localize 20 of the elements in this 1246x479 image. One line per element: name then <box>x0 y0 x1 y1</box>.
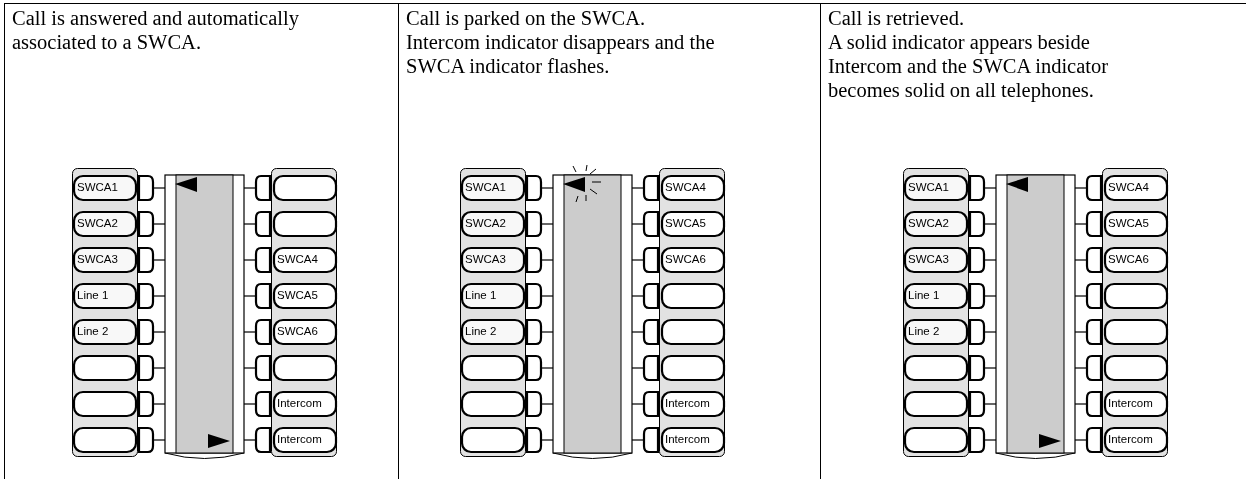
line-key: SWCA1 <box>460 174 526 202</box>
caption-text: Call is parked on the SWCA. <box>406 6 647 30</box>
line-key: Line 2 <box>72 318 138 346</box>
line-key: SWCA2 <box>72 210 138 238</box>
line-key: SWCA2 <box>903 210 969 238</box>
line-key: SWCA3 <box>72 246 138 274</box>
line-key: SWCA2 <box>460 210 526 238</box>
line-key: Line 1 <box>72 282 138 310</box>
caption-text: A solid indicator appears beside Intercom and the SWCA indicator becomes solid on all telephones. <box>828 30 1110 102</box>
line-key: SWCA3 <box>903 246 969 274</box>
line-key: Line 1 <box>460 282 526 310</box>
line-key: Line 2 <box>460 318 526 346</box>
caption-text: Intercom indicator disappears and the SWCA indicator flashes. <box>406 30 716 78</box>
caption-text: Call is retrieved. <box>828 6 966 30</box>
line-key: SWCA3 <box>460 246 526 274</box>
line-key: SWCA1 <box>72 174 138 202</box>
caption-text: Call is answered and automatically associated to a SWCA. <box>12 6 300 54</box>
line-key: SWCA1 <box>903 174 969 202</box>
line-key: Line 2 <box>903 318 969 346</box>
line-key: Line 1 <box>903 282 969 310</box>
